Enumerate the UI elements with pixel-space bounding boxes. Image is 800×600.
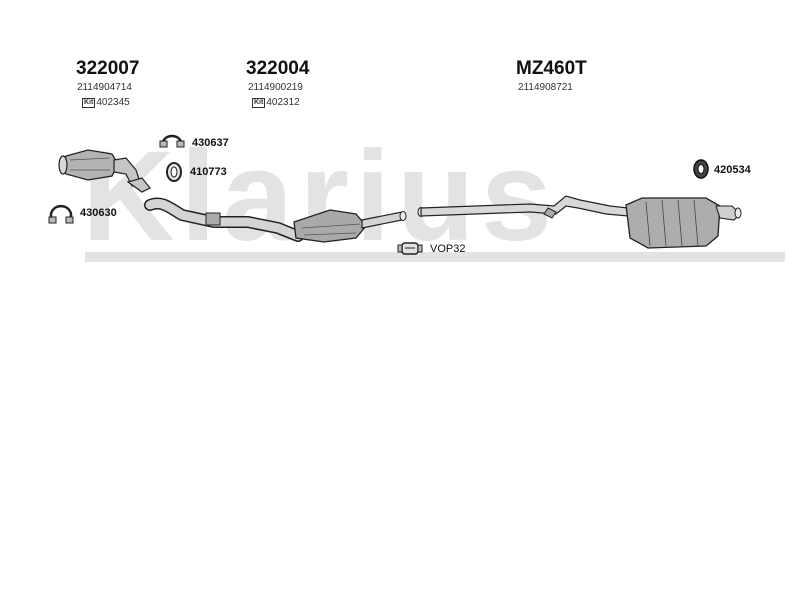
clamp-icon	[48, 204, 74, 224]
rubber-mount-icon	[693, 159, 709, 179]
connector-part-label: VOP32	[430, 243, 466, 255]
connector-clamp-icon	[397, 242, 423, 255]
clamp-icon	[159, 134, 185, 148]
oe-number: 2114904714	[77, 82, 132, 93]
watermark-underline	[85, 252, 785, 262]
part-number-322004: 322004	[246, 58, 310, 79]
rear-silencer-assembly	[417, 195, 742, 249]
oe-number: 2114900219	[248, 82, 303, 93]
front-catalytic-converter	[58, 149, 151, 193]
oe-number: 2114908721	[518, 82, 573, 93]
kit-badge: Kit	[252, 98, 266, 108]
part-number-mz460t: MZ460T	[516, 58, 587, 79]
part-number-322007: 322007	[76, 58, 140, 79]
kit-badge: Kit	[82, 98, 96, 108]
clamp-part-label: 430630	[80, 207, 117, 219]
gasket-part-label: 410773	[190, 166, 227, 178]
front-pipe-catalytic	[144, 197, 407, 243]
clamp-part-label: 430637	[192, 137, 229, 149]
gasket-icon	[166, 162, 182, 182]
rubber-mount-part-label: 420534	[714, 164, 751, 176]
brand-watermark: Klarius	[82, 125, 558, 268]
